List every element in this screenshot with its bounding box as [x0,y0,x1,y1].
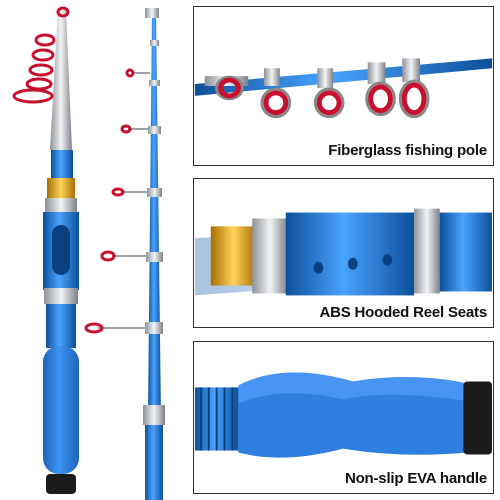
collapsed-rod [12,6,79,494]
extended-rod [84,8,165,500]
guides-closeup-image [194,58,493,119]
detail-panel-reel-seat: ABS Hooded Reel Seats [193,178,494,328]
reel-seat-closeup-image [195,208,492,296]
extended-guides [84,68,150,334]
detail-panel-handle: Non-slip EVA handle [193,341,494,494]
guide-closeups [204,58,430,119]
panel-caption-fiberglass: Fiberglass fishing pole [328,142,487,159]
panel-caption-reel-seat: ABS Hooded Reel Seats [319,304,487,321]
panel-caption-handle: Non-slip EVA handle [344,470,487,487]
rod-guide-rings [12,6,70,104]
eva-handle-closeup-image [194,372,493,458]
detail-panel-guides: Fiberglass fishing pole [193,6,494,166]
